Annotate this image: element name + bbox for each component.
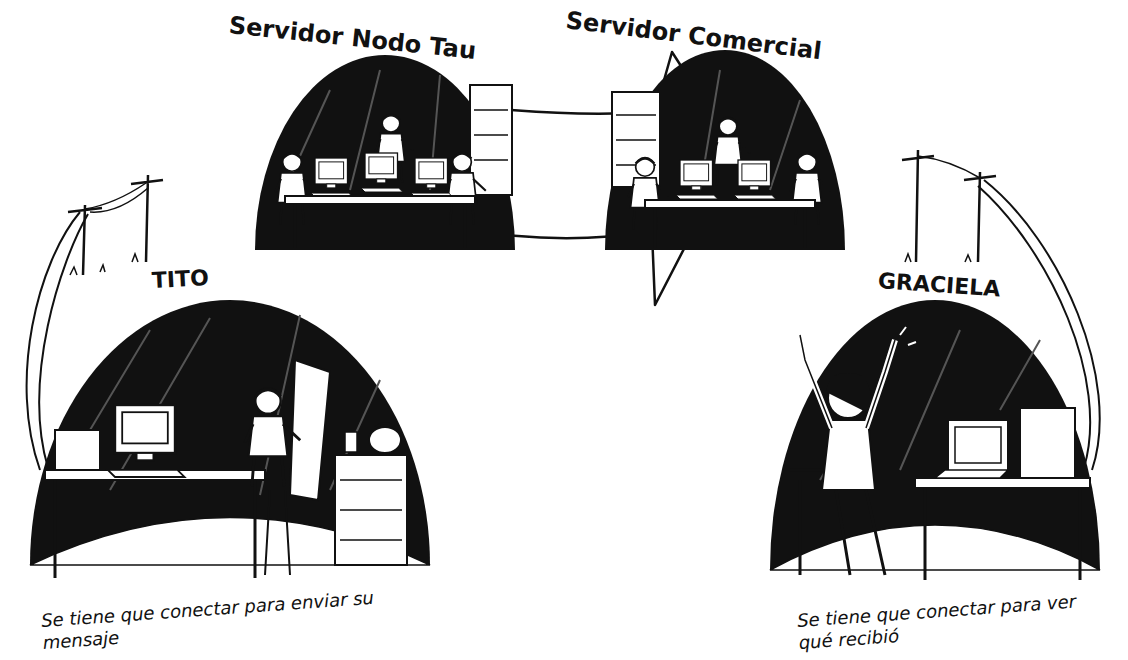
graciela-scene-part: [826, 373, 871, 412]
tito-scene-part: [265, 490, 290, 575]
tito-scene-part: [375, 423, 395, 428]
graciela-scene-part: [935, 470, 1008, 478]
caption-note: Se tiene que conectar para enviar su men…: [40, 585, 402, 653]
tito-scene-box: TITO Se tiene que conectar para enviar su…: [20, 262, 440, 657]
graciela-scene-part: [948, 420, 1008, 472]
server-scene-box: Servidor Nodo Tau: [215, 5, 525, 255]
tito-scene-part: [369, 427, 401, 453]
caption-note: Se tiene que conectar para ver qué recib…: [796, 590, 1088, 653]
tito-scene-part: [345, 432, 357, 452]
nodo-tau-scene-part: [311, 158, 353, 197]
nodo-tau-scene: [255, 55, 515, 250]
graciela-scene-box: GRACIELA Se tiene que conectar para ver q…: [770, 262, 1100, 657]
nodo-tau-scene-part: [411, 158, 453, 197]
telephone-poles-part: [68, 205, 102, 275]
graciela-scene-part: [1020, 408, 1075, 478]
graciela-scene-part: [836, 490, 885, 575]
tito-scene-part: [340, 480, 402, 540]
nodo-tau-scene-part: [285, 196, 475, 204]
graciela-scene-part: [822, 420, 875, 490]
telephone-poles-part: [918, 156, 980, 178]
graciela-scene-part: [770, 525, 1100, 570]
nodo-tau-scene-part: [474, 110, 508, 160]
telephone-poles-part: [902, 150, 934, 262]
telephone-poles-part: [905, 254, 971, 262]
server-scene-box: Servidor Comercial: [560, 0, 900, 255]
nodo-tau-scene-part: [361, 153, 403, 192]
person-name: TITO: [151, 265, 209, 294]
tito-scene-part: [60, 315, 380, 495]
telephone-poles-part: [90, 188, 148, 212]
tito-scene: [30, 300, 430, 578]
comercial-scene: [605, 50, 845, 250]
tito-scene-part: [108, 405, 185, 477]
graciela-scene-part: [800, 335, 895, 428]
tito-scene-part: [55, 430, 100, 470]
comercial-scene-part: [734, 160, 776, 199]
comercial-scene-part: [616, 115, 656, 165]
person-name: GRACIELA: [877, 268, 1001, 303]
telephone-poles-part: [70, 254, 138, 275]
server-title: Servidor Comercial: [564, 6, 823, 66]
graciela-scene-part: [915, 478, 1090, 488]
comercial-scene-part: [628, 158, 669, 230]
comercial-scene-part: [676, 160, 718, 199]
graciela-scene-part: [770, 300, 1100, 570]
tito-scene-part: [245, 388, 300, 486]
server-title: Servidor Nodo Tau: [227, 11, 477, 66]
tito-scene-part: [290, 360, 330, 500]
comercial-scene-part: [655, 208, 805, 248]
nodo-tau-scene-part: [295, 204, 465, 248]
graciela-scene-part: [800, 335, 895, 428]
graciela-scene: [770, 300, 1100, 580]
graciela-scene-part: [955, 427, 1001, 463]
tito-scene-part: [335, 455, 407, 565]
comercial-scene-part: [645, 200, 815, 208]
comercial-scene-part: [790, 153, 831, 225]
tito-scene-part: [55, 480, 255, 578]
nodo-tau-scene-part: [255, 55, 515, 250]
comercial-scene-part: [605, 50, 845, 250]
graciela-scene-part: [925, 488, 1080, 580]
nodo-tau-scene-part: [470, 85, 512, 195]
tito-scene-part: [30, 300, 430, 565]
graciela-scene-part: [784, 315, 916, 345]
